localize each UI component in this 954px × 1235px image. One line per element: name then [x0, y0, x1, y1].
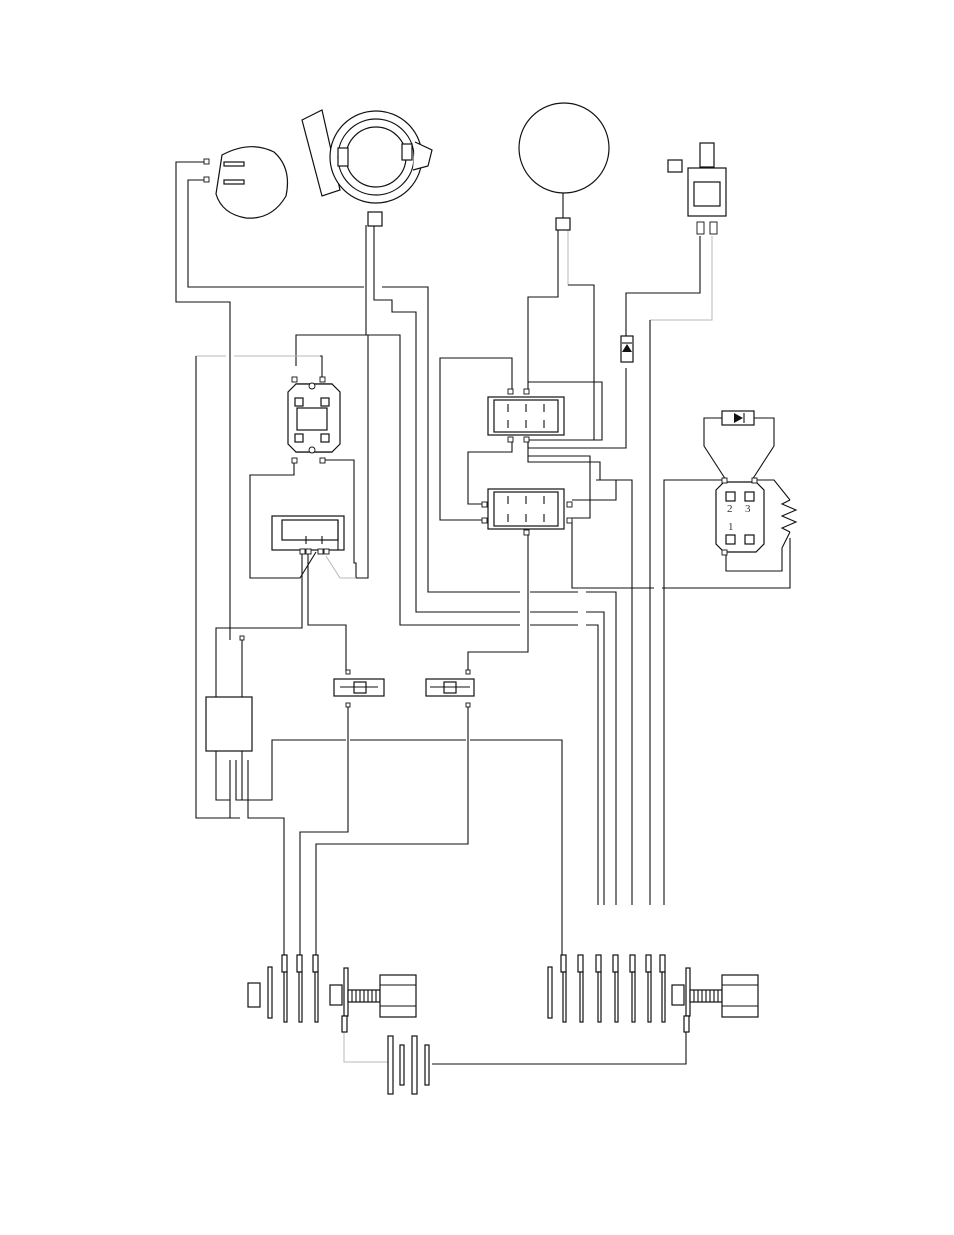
rectifier — [206, 636, 252, 751]
fuse-left — [334, 670, 384, 707]
relay-left — [288, 377, 340, 463]
hour-meter-plug — [556, 218, 570, 230]
resistor — [782, 500, 796, 532]
ignition-switch-upper — [488, 389, 564, 442]
battery — [388, 1036, 429, 1094]
starter-plug — [368, 212, 382, 226]
terminal-block-left — [248, 955, 416, 1032]
relay-terminal-label: 1 — [728, 521, 734, 533]
starter-motor — [302, 110, 432, 226]
gauge-terminal — [204, 177, 209, 182]
gauge-connector — [204, 147, 288, 218]
wire-harness — [176, 162, 790, 1064]
control-module — [272, 516, 344, 554]
fuel-solenoid — [668, 143, 726, 234]
fuse-right — [426, 670, 474, 707]
ignition-switch-lower — [482, 489, 572, 535]
relay-terminal-label: 3 — [745, 503, 751, 515]
relay-right: 2 3 1 — [716, 478, 764, 555]
terminal-block-right — [548, 955, 758, 1032]
hour-meter — [519, 103, 609, 230]
diode-inline — [621, 336, 633, 362]
gauge-terminal — [204, 159, 209, 164]
relay-terminal-label: 2 — [727, 503, 733, 515]
diode-right — [722, 411, 754, 425]
